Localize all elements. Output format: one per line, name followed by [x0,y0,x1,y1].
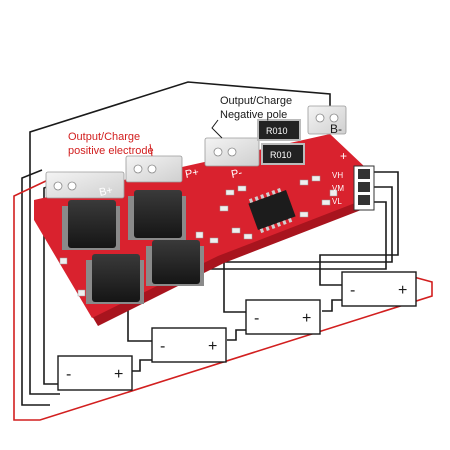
callout-negative-line1: Output/Charge [220,95,292,107]
label-b-plus: B+ [98,184,114,199]
mosfet-4 [146,240,204,286]
callout-positive-pointer [149,143,153,157]
mosfet-group [62,190,204,304]
wire-b-minus [29,81,331,395]
board-text: B- P- P+ B+ + R010 R010 VH VM VL [98,122,347,206]
cell-1-pos: + [114,366,123,383]
battery-cell-4: - + [341,271,417,307]
mosfet-1 [62,200,120,250]
wire-red-positive [13,179,433,421]
callout-positive-line2: positive electrode [68,145,154,157]
mosfet-3 [86,254,144,304]
label-b-minus: B- [330,122,342,136]
resistor-2 [261,143,305,165]
wire-cell1-to-cell2 [131,359,153,372]
cell-2-pos: + [208,338,217,355]
cell-1-neg: - [66,366,71,383]
tab-b-plus [45,171,125,199]
black-wires [21,81,399,406]
callout-negative-line2: Negative pole [220,109,287,121]
shunt-resistors [257,119,305,165]
wire-left-loop [21,169,50,406]
callout-positive-line1: Output/Charge [68,131,140,143]
cell-2-neg: - [160,338,165,355]
callout-negative-pointer [211,119,223,139]
cell-3-pos: + [302,310,311,327]
pcb-board [34,105,375,326]
cell-4-pos: + [398,282,407,299]
battery-cells: - + - + - + - + [57,271,417,391]
control-ic [248,187,296,234]
label-p-plus: P+ [184,166,200,181]
tab-holes [53,113,339,191]
label-vh: VH [332,171,343,180]
wire-vm [223,186,393,313]
tab-b-minus [307,105,347,135]
battery-cell-3: - + [245,299,321,335]
label-resistor-1: R010 [266,126,288,136]
wire-vh [319,171,399,286]
resistor-1 [257,119,301,141]
label-resistor-2: R010 [270,150,292,160]
wire-cell3-to-cell4 [322,299,343,312]
cell-4-neg: - [350,282,355,299]
mosfet-2 [128,190,186,240]
label-vl: VL [332,197,342,206]
cell-3-neg: - [254,310,259,327]
wire-cell2-to-cell3 [227,329,247,341]
battery-cell-2: - + [151,327,227,363]
smd-components [59,175,338,297]
label-board-plus: + [340,149,347,163]
wire-vl [127,201,387,342]
battery-cell-1: - + [57,355,133,391]
balance-connector [353,165,375,211]
label-vm: VM [332,184,344,193]
callout-positive-electrode: Output/Charge positive electrode [68,131,154,157]
label-p-minus: P- [230,167,244,181]
callout-negative-pole: Output/Charge Negative pole [211,95,292,139]
